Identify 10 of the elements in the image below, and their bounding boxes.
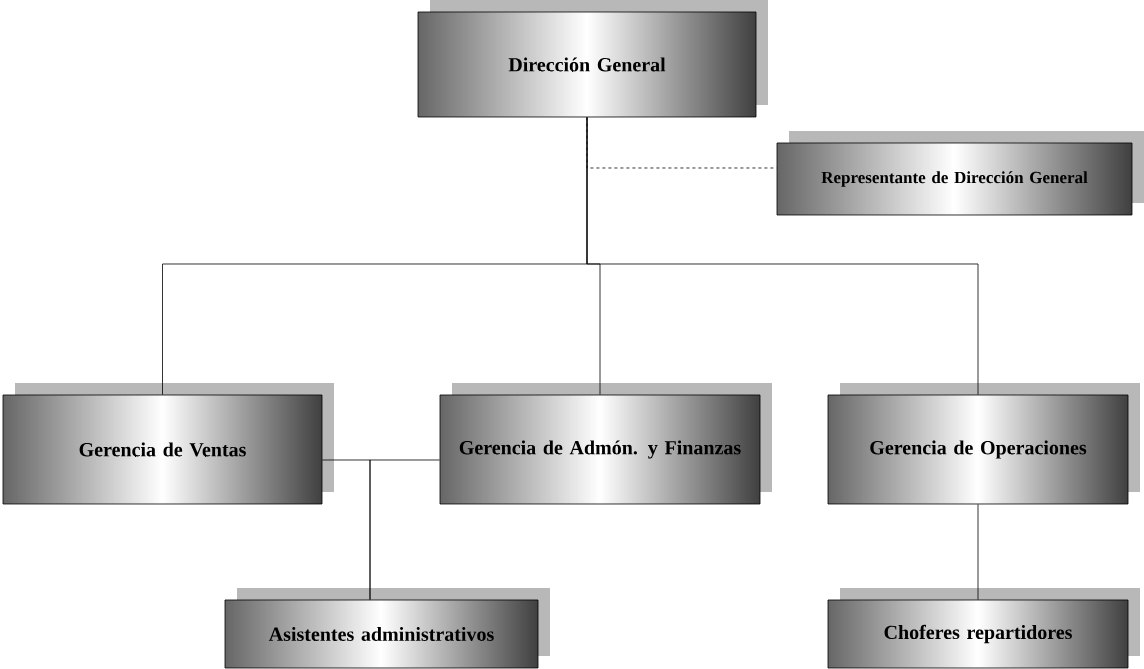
org-box: Choferes repartidores [827,588,1140,669]
connector-line [369,459,440,600]
org-box: Gerencia de Ventas [2,383,334,505]
connector-line [977,504,979,600]
org-box: Asistentes administrativos [224,588,550,669]
connector-line [586,117,979,395]
org-box: Representante de Dirección General [776,131,1144,216]
org-box: Dirección General [417,0,768,118]
org-box: Gerencia de Operaciones [827,383,1140,505]
org-box: Gerencia de Admón. y Finanzas [439,383,772,505]
